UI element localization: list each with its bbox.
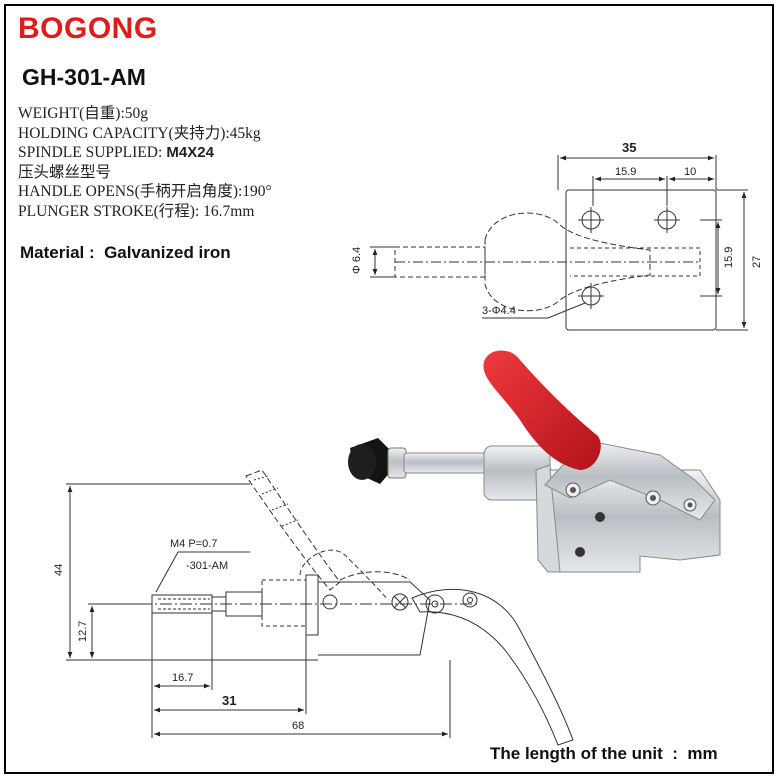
dim-10: 10	[684, 166, 696, 178]
side-lever-closed	[411, 588, 574, 746]
dim-68: 68	[292, 720, 304, 732]
image-frame	[4, 4, 774, 774]
top-plunger-guide	[570, 247, 701, 277]
dim-15-9-vertical: 15.9	[723, 247, 735, 268]
top-pear-body	[484, 212, 651, 312]
dim-12-7: 12.7	[77, 621, 89, 642]
side-flange	[305, 574, 319, 636]
product-photo	[348, 350, 721, 573]
red-handle-grip	[483, 350, 601, 470]
brand-logo: BOGONG	[18, 12, 158, 45]
side-view-drawing	[66, 469, 574, 746]
top-view-drawing	[370, 155, 748, 331]
dim-27: 27	[751, 256, 763, 268]
model-number: GH-301-AM	[22, 64, 146, 90]
spec-weight: WEIGHT(自重):50g	[18, 105, 148, 122]
model-reference: -301-AM	[186, 560, 228, 572]
spec-spindle: SPINDLE SUPPLIED: M4X24	[18, 143, 272, 163]
side-base	[318, 581, 431, 656]
spec-list: WEIGHT(自重):50g HOLDING CAPACITY(夹持力):45k…	[18, 104, 272, 221]
side-lever-open	[245, 469, 341, 591]
dim-35: 35	[622, 140, 636, 155]
spec-plunger-stroke: PLUNGER STROKE(行程): 16.7mm	[18, 202, 255, 220]
material-label: Material : Galvanized iron	[20, 243, 231, 262]
dim-16-7: 16.7	[172, 672, 193, 684]
spec-spindle-label: SPINDLE SUPPLIED:	[18, 144, 163, 161]
spec-spindle-value: M4X24	[162, 144, 214, 161]
unit-note: The length of the unit : mm	[490, 744, 718, 763]
spec-handle-opens: HANDLE OPENS(手柄开启角度):190°	[18, 183, 272, 200]
dim-3-phi-4-4: 3-Φ4.4	[482, 305, 516, 317]
hex-nut	[387, 447, 407, 479]
spec-spindle-cn: 压头螺丝型号	[18, 163, 112, 181]
plunger-shaft	[403, 452, 495, 474]
dim-31: 31	[222, 693, 236, 708]
dim-phi-6-4: Φ 6.4	[351, 247, 363, 274]
thread-spec: M4 P=0.7	[170, 538, 217, 550]
dim-44: 44	[53, 564, 65, 576]
spec-holding-capacity: HOLDING CAPACITY(夹持力):45kg	[18, 124, 261, 142]
dim-15-9-top: 15.9	[615, 166, 636, 178]
side-guide	[261, 579, 307, 627]
